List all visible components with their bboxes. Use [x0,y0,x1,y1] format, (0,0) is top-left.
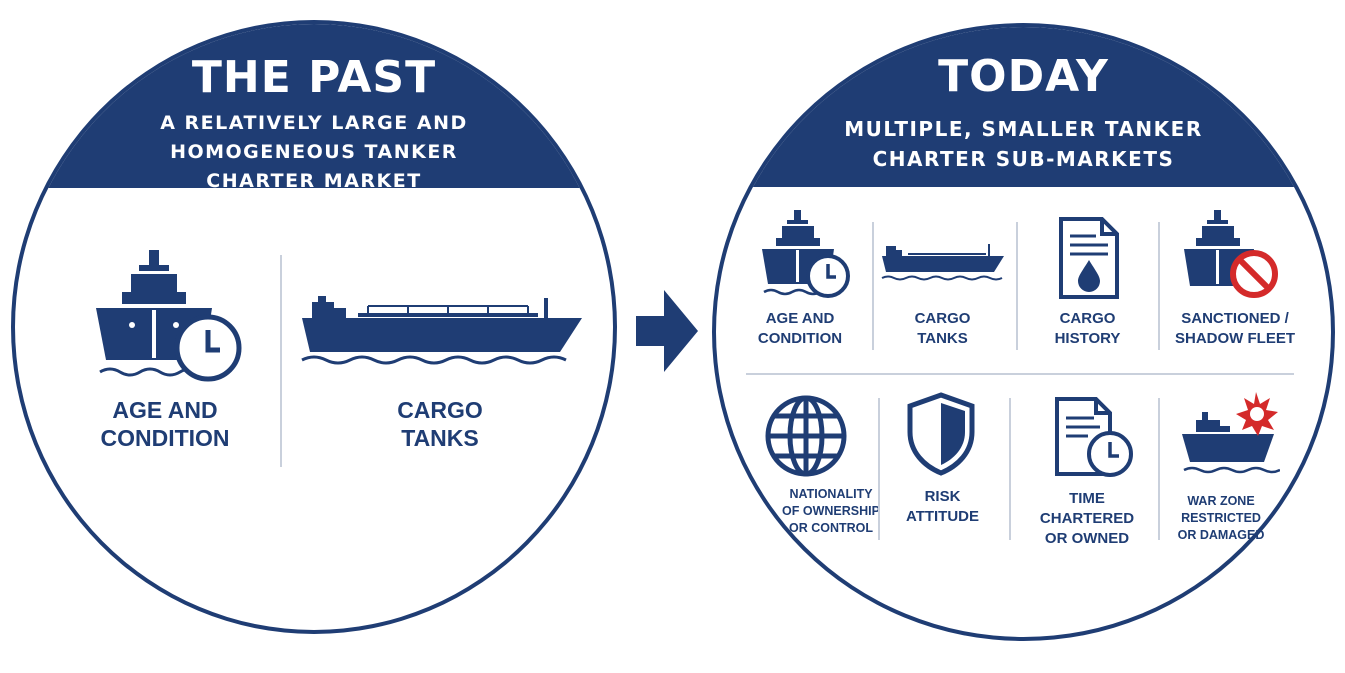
today-cargo-tanks-label: CARGO TANKS [914,310,971,347]
today-divider-r1-1 [872,222,874,350]
past-cargo-tanks-label: CARGO TANKS [397,397,483,451]
arrow-right-icon [636,290,698,372]
today-header: TODAY MULTIPLE, SMALLER TANKER CHARTER S… [716,27,1331,187]
today-war-zone-label: WAR ZONE RESTRICTED OR DAMAGED [1177,494,1265,542]
today-divider-r2-3 [1158,398,1160,540]
today-nationality-label: NATIONALITY OF OWNERSHIP OR CONTROL [782,487,880,535]
today-divider-r1-3 [1158,222,1160,350]
past-title: THE PAST [191,52,437,103]
today-row-divider [746,373,1294,375]
document-clock-icon [1055,397,1133,477]
globe-icon [765,395,847,477]
tanker-ship-icon [301,296,582,365]
past-subtitle-line-2: HOMOGENEOUS TANKER [170,141,458,163]
today-divider-r2-2 [1009,398,1011,540]
ship-explosion-icon [1182,392,1280,474]
today-panel: TODAY MULTIPLE, SMALLER TANKER CHARTER S… [712,23,1335,641]
past-age-condition-label: AGE AND CONDITION [100,397,230,451]
ship-clock-icon [96,250,242,382]
today-sanctioned-label: SANCTIONED / SHADOW FLEET [1175,310,1295,347]
today-age-condition-label: AGE AND CONDITION [757,310,843,347]
shield-icon [907,392,975,476]
ship-clock-icon [762,210,850,298]
today-subtitle-line-2: CHARTER SUB-MARKETS [872,147,1175,171]
today-risk-attitude-label: RISK ATTITUDE [905,488,980,525]
today-cargo-history-label: CARGO HISTORY [1054,310,1121,347]
past-divider [280,255,282,467]
past-subtitle-line-3: CHARTER MARKET [206,170,422,192]
today-title: TODAY [938,51,1109,102]
today-time-chartered-label: TIME CHARTERED OR OWNED [1039,490,1135,547]
tanker-ship-icon [881,244,1004,281]
today-divider-r2-1 [878,398,880,540]
past-header: THE PAST A RELATIVELY LARGE AND HOMOGENE… [15,24,613,192]
document-oil-drop-icon [1059,217,1119,299]
today-subtitle-line-1: MULTIPLE, SMALLER TANKER [844,117,1203,141]
today-divider-r1-2 [1016,222,1018,350]
past-subtitle-line-1: A RELATIVELY LARGE AND [160,112,468,134]
ship-prohibited-icon [1184,210,1278,298]
